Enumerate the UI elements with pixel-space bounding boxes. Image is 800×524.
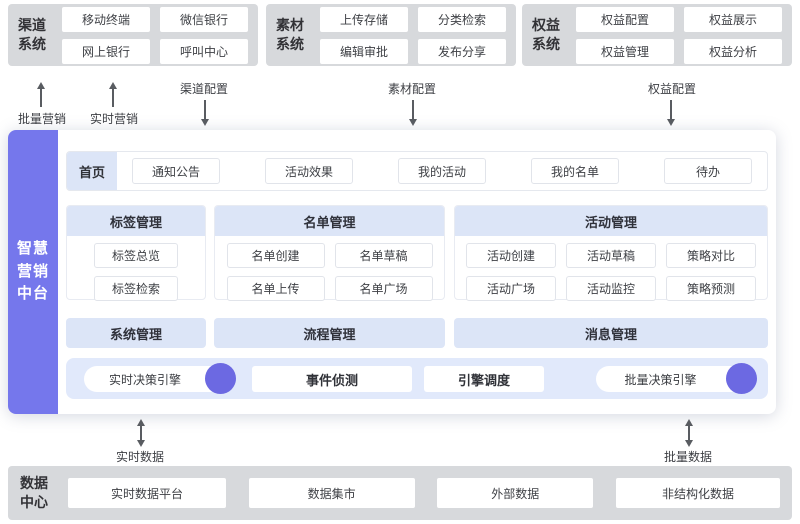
chip-category-search[interactable]: 分类检索 [418, 6, 506, 32]
btn-list-draft[interactable]: 名单草稿 [334, 243, 433, 268]
nav-item-my-activity[interactable]: 我的活动 [398, 158, 486, 184]
benefit-system-items: 权益配置 权益展示 权益管理 权益分析 [576, 6, 782, 64]
btn-tag-overview[interactable]: 标签总览 [94, 243, 178, 268]
data-center-panel: 数据 中心 实时数据平台 数据集市 外部数据 非结构化数据 [8, 466, 792, 520]
benefit-system-panel: 权益 系统 权益配置 权益展示 权益管理 权益分析 [522, 4, 792, 66]
channel-system-title: 渠道 系统 [18, 17, 46, 52]
btn-activity-draft[interactable]: 活动草稿 [566, 243, 656, 268]
data-center-items: 实时数据平台 数据集市 外部数据 非结构化数据 [68, 478, 780, 508]
chip-wechat-bank[interactable]: 微信银行 [160, 6, 248, 32]
chip-benefit-display[interactable]: 权益展示 [684, 6, 782, 32]
realtime-engine-dot-icon [205, 363, 236, 394]
arrow-updown-realtime-data-icon [136, 419, 145, 447]
label-realtime-data: 实时数据 [115, 450, 164, 464]
btn-activity-monitor[interactable]: 活动监控 [566, 276, 656, 301]
chip-benefit-analysis[interactable]: 权益分析 [684, 38, 782, 64]
arrow-updown-batch-data-icon [684, 419, 693, 447]
chip-online-bank[interactable]: 网上银行 [62, 38, 150, 64]
section-body-tag: 标签总览 标签检索 [67, 236, 205, 308]
material-system-items: 上传存储 分类检索 编辑审批 发布分享 [320, 6, 506, 64]
bar-process-management: 流程管理 [214, 318, 445, 348]
section-header-list: 名单管理 [215, 206, 444, 236]
nav-tab-home[interactable]: 首页 [67, 152, 117, 190]
data-center-title: 数据 中心 [20, 475, 48, 510]
btn-activity-create[interactable]: 活动创建 [466, 243, 556, 268]
section-body-activity: 活动创建 活动草稿 策略对比 活动广场 活动监控 策略预测 [455, 236, 767, 308]
nav-item-notice[interactable]: 通知公告 [132, 158, 220, 184]
btn-strategy-predict[interactable]: 策略预测 [666, 276, 756, 301]
arrow-up-realtime-marketing-icon [108, 82, 117, 110]
label-channel-config: 渠道配置 [179, 82, 228, 96]
section-header-activity: 活动管理 [455, 206, 767, 236]
nav-item-activity-effect[interactable]: 活动效果 [265, 158, 353, 184]
section-list-management: 名单管理 名单创建 名单草稿 名单上传 名单广场 [214, 205, 445, 301]
pill-event-detection[interactable]: 事件侦测 [252, 366, 412, 392]
chip-unstructured-data[interactable]: 非结构化数据 [615, 478, 780, 508]
chip-benefit-config[interactable]: 权益配置 [576, 6, 674, 32]
btn-strategy-compare[interactable]: 策略对比 [666, 243, 756, 268]
nav-items: 通知公告 活动效果 我的活动 我的名单 待办 [117, 152, 767, 190]
pill-engine-scheduling[interactable]: 引擎调度 [424, 366, 544, 392]
benefit-system-title: 权益 系统 [532, 17, 560, 52]
chip-benefit-manage[interactable]: 权益管理 [576, 38, 674, 64]
bar-message-management: 消息管理 [454, 318, 768, 348]
arrow-down-channel-config-icon [200, 97, 209, 126]
channel-system-panel: 渠道 系统 移动终端 微信银行 网上银行 呼叫中心 [8, 4, 258, 66]
label-batch-marketing: 批量营销 [17, 112, 66, 126]
label-realtime-marketing: 实时营销 [89, 112, 138, 126]
arrow-down-material-config-icon [408, 97, 417, 126]
label-batch-data: 批量数据 [663, 450, 712, 464]
chip-realtime-data-platform[interactable]: 实时数据平台 [68, 478, 226, 508]
chip-edit-approval[interactable]: 编辑审批 [320, 38, 408, 64]
section-activity-management: 活动管理 活动创建 活动草稿 策略对比 活动广场 活动监控 策略预测 [454, 205, 768, 301]
chip-external-data[interactable]: 外部数据 [437, 478, 594, 508]
chip-data-mart[interactable]: 数据集市 [248, 478, 415, 508]
arrow-up-batch-marketing-icon [36, 82, 45, 110]
chip-mobile-terminal[interactable]: 移动终端 [62, 6, 150, 32]
section-body-list: 名单创建 名单草稿 名单上传 名单广场 [215, 236, 444, 308]
chip-publish-share[interactable]: 发布分享 [418, 38, 506, 64]
nav-bar: 首页 通知公告 活动效果 我的活动 我的名单 待办 [66, 151, 768, 191]
btn-list-create[interactable]: 名单创建 [226, 243, 325, 268]
btn-list-square[interactable]: 名单广场 [334, 276, 433, 301]
label-material-config: 素材配置 [387, 82, 436, 96]
label-benefit-config: 权益配置 [647, 82, 696, 96]
batch-engine-dot-icon [726, 363, 757, 394]
btn-list-upload[interactable]: 名单上传 [226, 276, 325, 301]
chip-upload-storage[interactable]: 上传存储 [320, 6, 408, 32]
engine-row: 实时决策引擎 事件侦测 引擎调度 批量决策引擎 [66, 358, 768, 399]
nav-item-todo[interactable]: 待办 [664, 158, 752, 184]
bar-system-management: 系统管理 [66, 318, 206, 348]
btn-tag-search[interactable]: 标签检索 [94, 276, 178, 301]
channel-system-items: 移动终端 微信银行 网上银行 呼叫中心 [62, 6, 248, 64]
platform-sidebar: 智慧 营销 中台 [8, 130, 58, 414]
material-system-panel: 素材 系统 上传存储 分类检索 编辑审批 发布分享 [266, 4, 516, 66]
nav-item-my-list[interactable]: 我的名单 [531, 158, 619, 184]
platform-title: 智慧 营销 中台 [16, 240, 49, 303]
chip-call-center[interactable]: 呼叫中心 [160, 38, 248, 64]
arrow-down-benefit-config-icon [666, 97, 675, 126]
material-system-title: 素材 系统 [276, 17, 304, 52]
smart-marketing-platform-card: 智慧 营销 中台 首页 通知公告 活动效果 我的活动 我的名单 待办 标签管理 … [8, 130, 776, 414]
section-header-tag: 标签管理 [67, 206, 205, 236]
section-tag-management: 标签管理 标签总览 标签检索 [66, 205, 206, 301]
btn-activity-square[interactable]: 活动广场 [466, 276, 556, 301]
